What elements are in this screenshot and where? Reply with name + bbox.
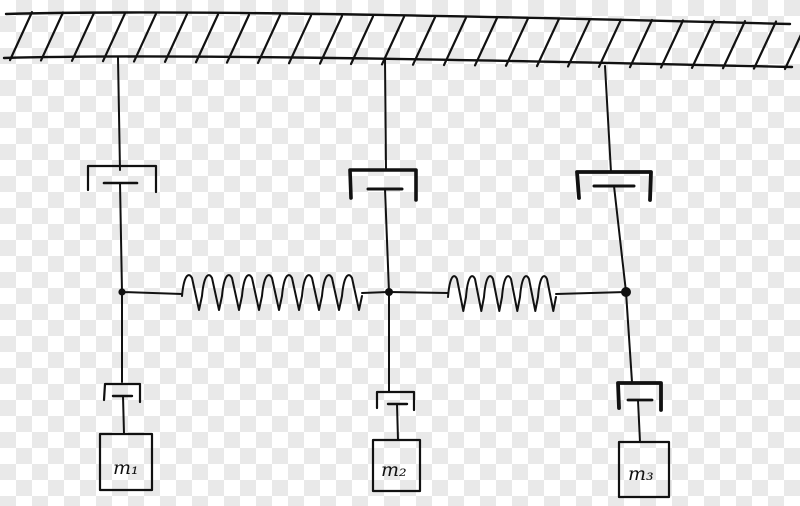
hatch-stroke: [163, 12, 189, 63]
rod-top-3: [604, 65, 612, 173]
hatch-stroke: [132, 12, 158, 63]
damper-cylinder: [86, 164, 158, 194]
rod-bottom-3: [637, 399, 641, 443]
spring-lead: [121, 291, 183, 295]
hatch-stroke: [318, 14, 344, 65]
hatch-stroke: [8, 11, 34, 62]
spring-lead: [388, 291, 449, 294]
hatch-stroke: [628, 18, 654, 69]
damper-bottom-3: [616, 381, 663, 412]
hatch-stroke: [752, 20, 778, 70]
damper-cylinder: [616, 381, 663, 412]
hatch-stroke: [256, 14, 282, 65]
hatch-stroke: [597, 18, 623, 68]
hatch-stroke: [690, 19, 716, 69]
rod-mid-3: [613, 185, 633, 383]
mass-label-m3: m₃: [628, 463, 654, 485]
damper-bottom-2: [375, 390, 416, 412]
damper-top-1: [86, 164, 158, 194]
spring-coil: [447, 275, 557, 312]
column-1: m₁: [86, 57, 158, 492]
rod-bottom-1: [122, 395, 125, 435]
hatch-stroke: [101, 12, 127, 63]
hatch-stroke: [535, 17, 561, 68]
hatch-stroke: [473, 16, 499, 67]
hatch-stroke: [380, 15, 406, 66]
mass-label-m1: m₁: [113, 457, 139, 479]
ceiling-support: [2, 11, 800, 71]
hatch-stroke: [194, 13, 220, 64]
hatch-stroke: [349, 15, 375, 66]
rod-bottom-2: [396, 403, 399, 441]
mass-label-m2: m₂: [381, 459, 407, 481]
mass-block-3: [617, 440, 671, 499]
hatch-stroke: [659, 19, 685, 69]
mass-block-1: [98, 432, 154, 492]
hatch-stroke: [39, 11, 65, 62]
rod-top-2: [384, 59, 387, 171]
hatch-stroke: [783, 34, 800, 71]
rod-mid-1: [119, 182, 123, 383]
spring-1: [121, 274, 390, 311]
spring-lead: [361, 291, 390, 294]
hatch-stroke: [721, 20, 747, 70]
hatch-stroke: [287, 14, 313, 65]
hatch-stroke: [504, 17, 530, 67]
hatch-stroke: [225, 13, 251, 64]
damper-cylinder: [348, 168, 418, 202]
hatch-stroke: [70, 11, 96, 62]
mass-block-2: [371, 438, 422, 493]
spring-coil: [181, 274, 363, 311]
ceiling-top-line: [4, 11, 792, 26]
ceiling-bottom-line: [2, 55, 794, 69]
damper-bottom-1: [102, 382, 142, 404]
hatch-stroke: [442, 16, 468, 67]
column-2: m₂: [348, 59, 422, 493]
spring-lead: [555, 291, 627, 295]
rod-top-1: [117, 57, 121, 171]
damper-cylinder: [375, 390, 416, 412]
damper-top-2: [348, 168, 418, 202]
damper-cylinder: [575, 170, 653, 202]
damper-cylinder: [102, 382, 142, 404]
ceiling-hatching: [8, 11, 800, 71]
spring-2: [388, 275, 627, 312]
column-3: m₃: [575, 65, 671, 499]
hatch-stroke: [566, 18, 592, 68]
hatch-stroke: [411, 16, 437, 66]
